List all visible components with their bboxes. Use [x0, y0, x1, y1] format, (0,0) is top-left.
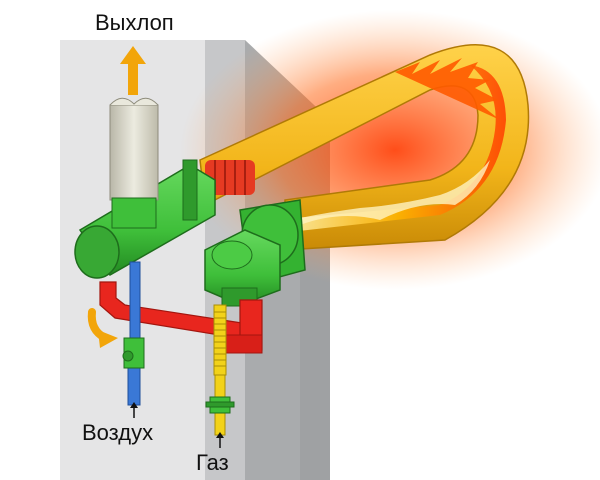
air-pipe: [122, 261, 145, 406]
gas-valve-handle: [205, 401, 235, 408]
exhaust-top: [109, 97, 159, 106]
recuperator: [205, 160, 255, 195]
hot-air-elbow: [225, 334, 263, 354]
air-valve-knob: [122, 350, 134, 362]
exhaust-stack: [109, 104, 159, 201]
exhaust-label: Выхлоп: [95, 10, 174, 35]
gas-pipe: [205, 304, 235, 436]
radiant-u-tube: [199, 44, 530, 251]
exhaust-connector: [111, 197, 157, 229]
red-fins: [205, 160, 255, 195]
housing-flange: [182, 159, 198, 221]
curved-arrow-icon: [87, 308, 118, 348]
gas-pipe-coil-lines: [214, 311, 226, 367]
air-label: Воздух: [82, 420, 154, 445]
arrow-up-icon: [120, 46, 146, 95]
air-pipe-upper: [129, 261, 141, 343]
burner-head: [204, 199, 306, 307]
arrow-up-small-icon: [216, 432, 224, 448]
gas-pipe-coil: [213, 304, 227, 376]
exhaust-pipe: [109, 97, 159, 229]
flame-core: [300, 160, 490, 225]
arrow-up-small-icon: [130, 402, 138, 418]
gas-label: Газ: [196, 450, 229, 475]
burner-cap: [211, 240, 253, 270]
flame-tongues: [395, 58, 500, 120]
housing-end-cap: [74, 225, 120, 279]
air-pipe-lower: [127, 364, 141, 406]
